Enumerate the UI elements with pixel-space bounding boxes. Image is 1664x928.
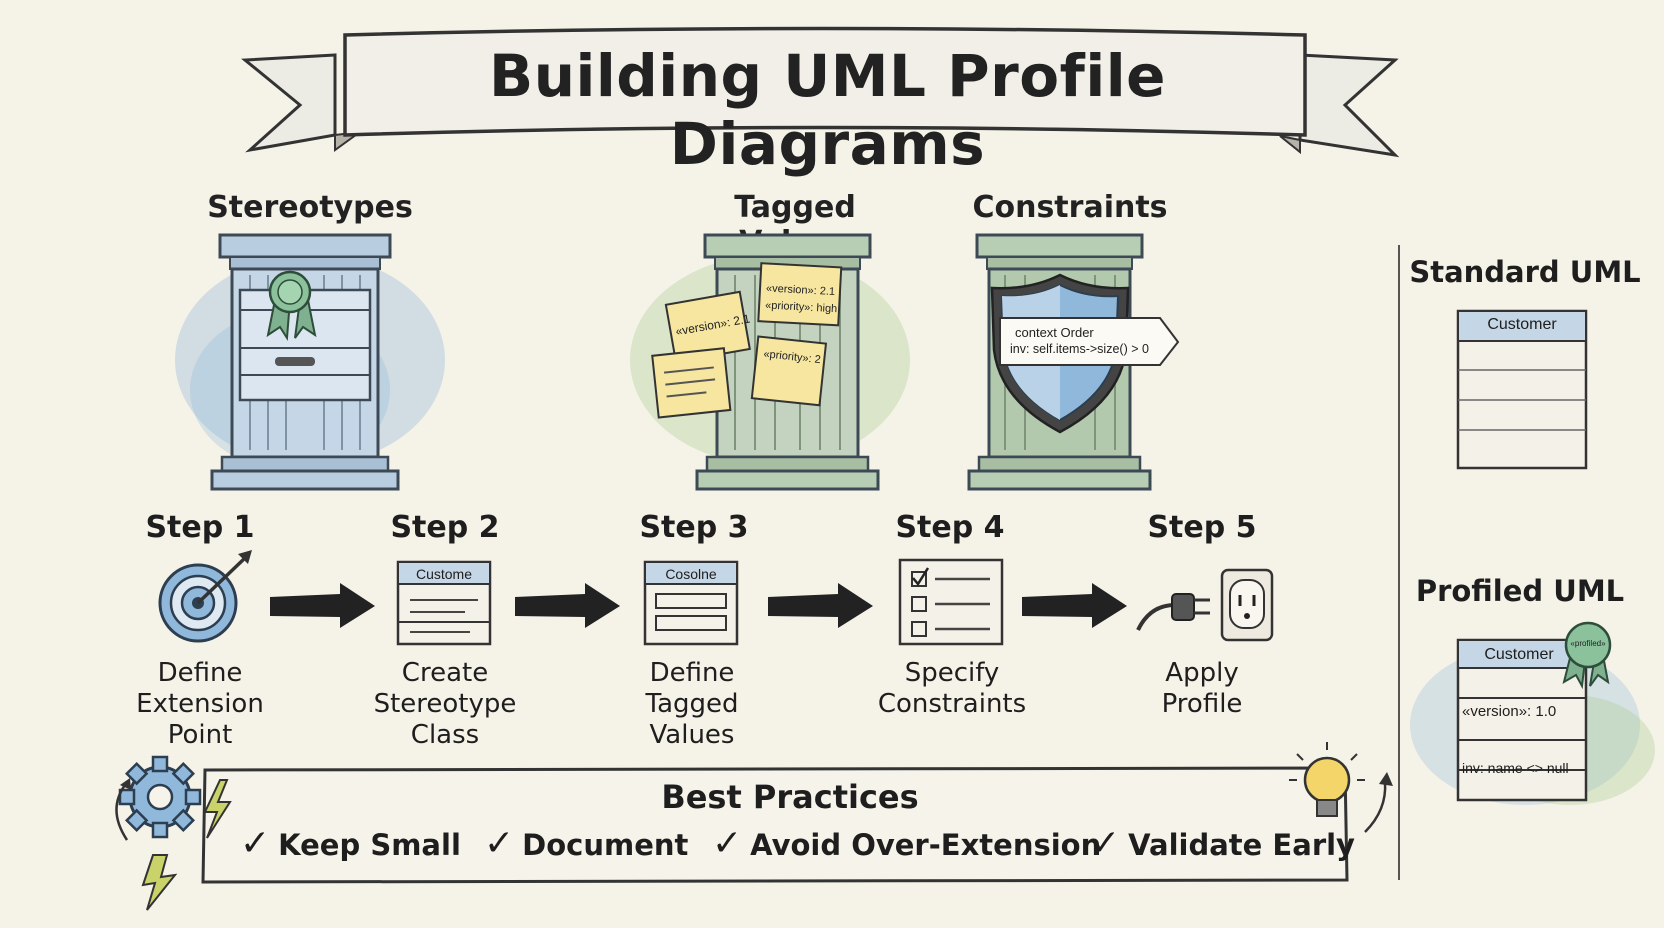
constraint-callout-line1: context Order xyxy=(1015,325,1094,340)
tagged-values-pillar: «version»: 2.1 «version»: 2.1 «priority»… xyxy=(630,233,910,491)
profiled-uml-class xyxy=(1410,621,1655,805)
check-icon: ✓ xyxy=(1090,823,1121,864)
practice-keep-small: ✓Keep Small xyxy=(240,823,461,864)
check-icon: ✓ xyxy=(240,823,271,864)
lightning-icon xyxy=(203,779,232,839)
profiled-badge: «profiled» xyxy=(1570,639,1606,648)
gear-icon xyxy=(118,755,202,839)
comparison-divider xyxy=(1398,245,1400,880)
step-3-label: Step 3 xyxy=(639,510,749,545)
step-3-card-header: Cosolne xyxy=(665,566,717,582)
step-1-desc: Define Extension Point xyxy=(136,658,264,750)
arrow-1 xyxy=(270,583,375,628)
step-2-desc: Create Stereotype Class xyxy=(373,658,517,750)
arrow-2 xyxy=(515,583,620,628)
arrow-3 xyxy=(768,583,873,628)
step-1-label: Step 1 xyxy=(145,510,255,545)
profiled-uml-label: Profiled UML xyxy=(1415,574,1625,608)
step-2-card-header: Custome xyxy=(415,566,473,582)
check-icon: ✓ xyxy=(484,823,515,864)
step-5-label: Step 5 xyxy=(1147,510,1257,545)
tagged-values-card xyxy=(643,560,739,646)
note-4: «priority»: 2 xyxy=(763,348,821,366)
lightning-icon-2 xyxy=(141,854,178,911)
profiled-class-name: Customer xyxy=(1484,646,1554,663)
best-practices-box xyxy=(115,742,1393,911)
constraint-callout-line2: inv: self.items->size() > 0 xyxy=(1010,342,1149,356)
title-banner xyxy=(241,26,1400,158)
profiled-constraint: inv: name <> null xyxy=(1462,760,1569,776)
pillar-label-stereotypes: Stereotypes xyxy=(207,190,413,225)
constraints-pillar xyxy=(967,233,1180,491)
step-5-desc: Apply Profile xyxy=(1161,658,1243,719)
standard-uml-label: Standard UML xyxy=(1409,255,1641,289)
stereotypes-pillar xyxy=(175,233,445,491)
step-4-label: Step 4 xyxy=(895,510,1005,545)
lightbulb-icon xyxy=(1289,742,1365,817)
arrow-4 xyxy=(1022,583,1127,628)
standard-class-name: Customer xyxy=(1487,316,1557,333)
pillar-label-constraints: Constraints xyxy=(972,190,1168,225)
plug-icon xyxy=(1136,568,1274,642)
stereotype-class-card xyxy=(396,560,492,646)
step-2-label: Step 2 xyxy=(390,510,500,545)
step-4-desc: Specify Constraints xyxy=(877,658,1027,719)
target-icon xyxy=(158,550,252,643)
practice-validate-early: ✓Validate Early xyxy=(1090,823,1355,864)
check-icon: ✓ xyxy=(712,823,743,864)
note-2: «version»: 2.1 xyxy=(766,282,836,298)
best-practices-title: Best Practices xyxy=(661,778,919,816)
standard-uml-class xyxy=(1456,309,1588,470)
practice-avoid-over-extension: ✓Avoid Over-Extension xyxy=(712,823,1102,864)
profiled-tag: «version»: 1.0 xyxy=(1462,703,1557,720)
note-3: «priority»: high xyxy=(765,299,838,315)
page-title: Building UML Profile Diagrams xyxy=(489,42,1166,178)
checklist-icon xyxy=(898,558,1004,646)
practice-document: ✓Document xyxy=(484,823,689,864)
step-3-desc: Define Tagged Values xyxy=(645,658,739,750)
process-flow xyxy=(158,550,1274,646)
